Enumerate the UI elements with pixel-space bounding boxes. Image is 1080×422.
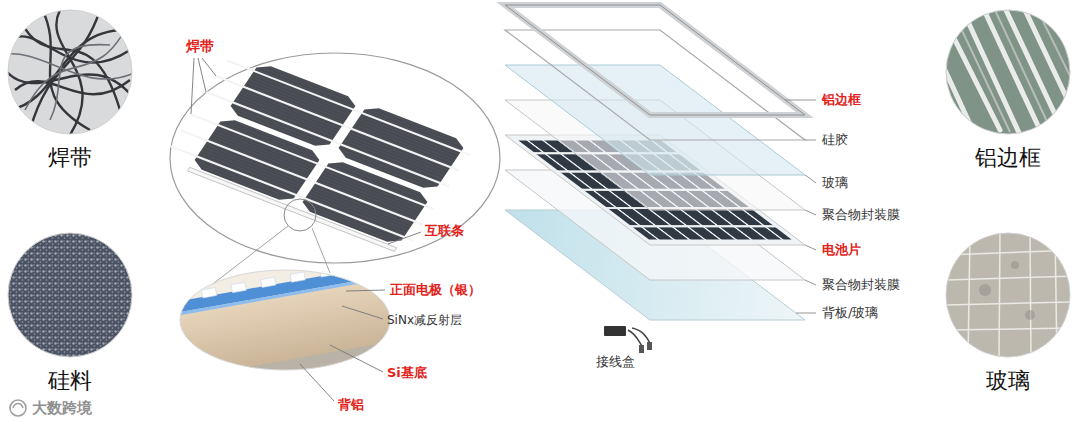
photo-caption: 硅料 — [48, 368, 92, 394]
part-label: 互联条 — [425, 223, 464, 239]
part-label: 接线盒 — [596, 354, 635, 370]
photo-caption: 铝边框 — [975, 145, 1041, 171]
watermark: 大数跨境 — [32, 399, 92, 417]
layer-label: 铝边框 — [822, 92, 861, 108]
layer-label: 聚合物封装膜 — [822, 277, 900, 293]
part-label: 正面电极（银） — [390, 282, 481, 298]
layer-label: 聚合物封装膜 — [822, 207, 900, 223]
part-label: Si基底 — [387, 365, 427, 381]
layer-label: 硅胶 — [822, 132, 848, 148]
layer-label: 电池片 — [822, 242, 861, 258]
photo-caption: 焊带 — [48, 145, 92, 171]
layer-label: 玻璃 — [822, 175, 848, 191]
layer-label: 背板/玻璃 — [822, 305, 878, 321]
photo-caption: 玻璃 — [986, 368, 1030, 394]
part-label: SiNx减反射层 — [387, 313, 462, 327]
part-label: 焊带 — [186, 38, 214, 55]
part-label: 背铝 — [338, 397, 364, 413]
